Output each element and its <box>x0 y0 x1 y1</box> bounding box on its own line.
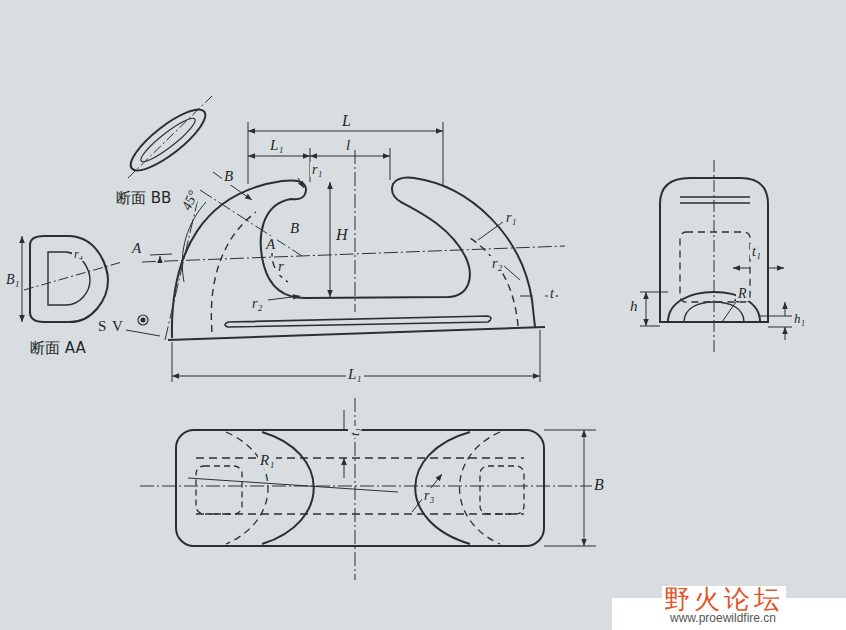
dimension-line <box>330 182 331 297</box>
dimension-label: l <box>344 137 352 154</box>
extension-line <box>248 122 443 186</box>
outer-contour <box>172 178 535 338</box>
section-mark: B <box>288 220 301 237</box>
extension-line <box>544 430 596 546</box>
hidden-line <box>480 466 524 514</box>
dimension-line <box>248 131 443 132</box>
dimension-label: L₁ <box>346 366 364 383</box>
dimension-label: H <box>334 226 350 244</box>
leader-line <box>188 478 398 492</box>
dimension-label: B₁ <box>4 272 21 287</box>
center-line <box>24 262 122 290</box>
section-title: 断面 BB <box>114 190 173 207</box>
horn-curve <box>415 432 470 544</box>
base-line <box>168 327 545 340</box>
section-mark: A <box>264 236 277 253</box>
dimension-label: t₁ <box>348 426 362 438</box>
angle-label: 45° <box>178 187 202 215</box>
sv-symbol <box>138 315 148 325</box>
side-view <box>640 160 792 352</box>
plan-view <box>140 398 600 580</box>
hidden-line <box>196 466 242 514</box>
center-line <box>140 486 600 487</box>
dimension-label: t <box>548 286 556 301</box>
dimension-label: L₁ <box>268 137 286 154</box>
section-outline <box>123 101 213 180</box>
extension-line <box>640 292 792 327</box>
horn-curve <box>262 432 314 544</box>
section-mark: A <box>130 240 143 257</box>
center-line <box>714 160 715 352</box>
dimension-label: B <box>592 476 606 494</box>
plan-outline <box>176 430 544 546</box>
watermark-url: www.proewildfire.cn <box>668 612 778 625</box>
radius-label: r₂ <box>250 296 264 311</box>
surface-symbol: S <box>96 318 108 335</box>
dimension-label: L <box>340 112 353 130</box>
section-arrow <box>232 186 252 200</box>
radius-label: r₁ <box>504 210 518 225</box>
watermark: 野火论坛 <box>662 586 786 612</box>
leader-line <box>298 178 304 188</box>
section-inner <box>137 114 199 167</box>
main-view <box>168 178 545 340</box>
surface-symbol: V <box>110 318 125 335</box>
section-aa <box>22 236 160 336</box>
dimension-line <box>248 156 310 157</box>
section-title: 断面 AA <box>28 340 88 357</box>
section-line <box>150 254 172 255</box>
dimension-line <box>646 292 647 326</box>
dimensions <box>160 122 558 382</box>
dimension-line <box>22 236 23 322</box>
top-slot <box>680 197 750 203</box>
hidden-line <box>470 238 518 326</box>
center-line <box>355 150 356 312</box>
hidden-line <box>211 212 256 332</box>
section-bb <box>123 96 213 179</box>
leader-line <box>478 222 558 296</box>
foot-slot <box>225 316 491 327</box>
radius-label: r <box>276 258 286 275</box>
sv-line <box>126 330 160 336</box>
radius-label: r₂ <box>490 256 504 271</box>
dimension-label: t₁ <box>750 244 763 259</box>
center-line <box>128 96 212 178</box>
dimension-label: h <box>628 298 640 315</box>
radius-label: R₁ <box>258 452 276 469</box>
dimension-line <box>584 430 585 546</box>
center-lines <box>142 150 565 340</box>
sv-symbol <box>142 319 145 322</box>
leader-line <box>268 296 300 300</box>
hidden-line <box>226 432 500 544</box>
dimension-line <box>733 268 784 269</box>
extension-line <box>172 330 540 382</box>
section-mark: B <box>222 168 235 185</box>
radius-label: r₁ <box>310 162 324 177</box>
leader-line <box>412 474 442 512</box>
dimension-label: h₁ <box>792 312 807 326</box>
angle-arc <box>182 202 206 282</box>
section-outline <box>30 236 108 322</box>
section-arrow <box>160 256 161 262</box>
radius-label: r₃ <box>422 488 436 503</box>
dimension-line <box>785 302 786 340</box>
radius-label: R <box>736 286 749 301</box>
radius-label: r₄ <box>72 248 85 261</box>
dimension-line <box>310 156 390 157</box>
dimension-line <box>344 410 345 478</box>
